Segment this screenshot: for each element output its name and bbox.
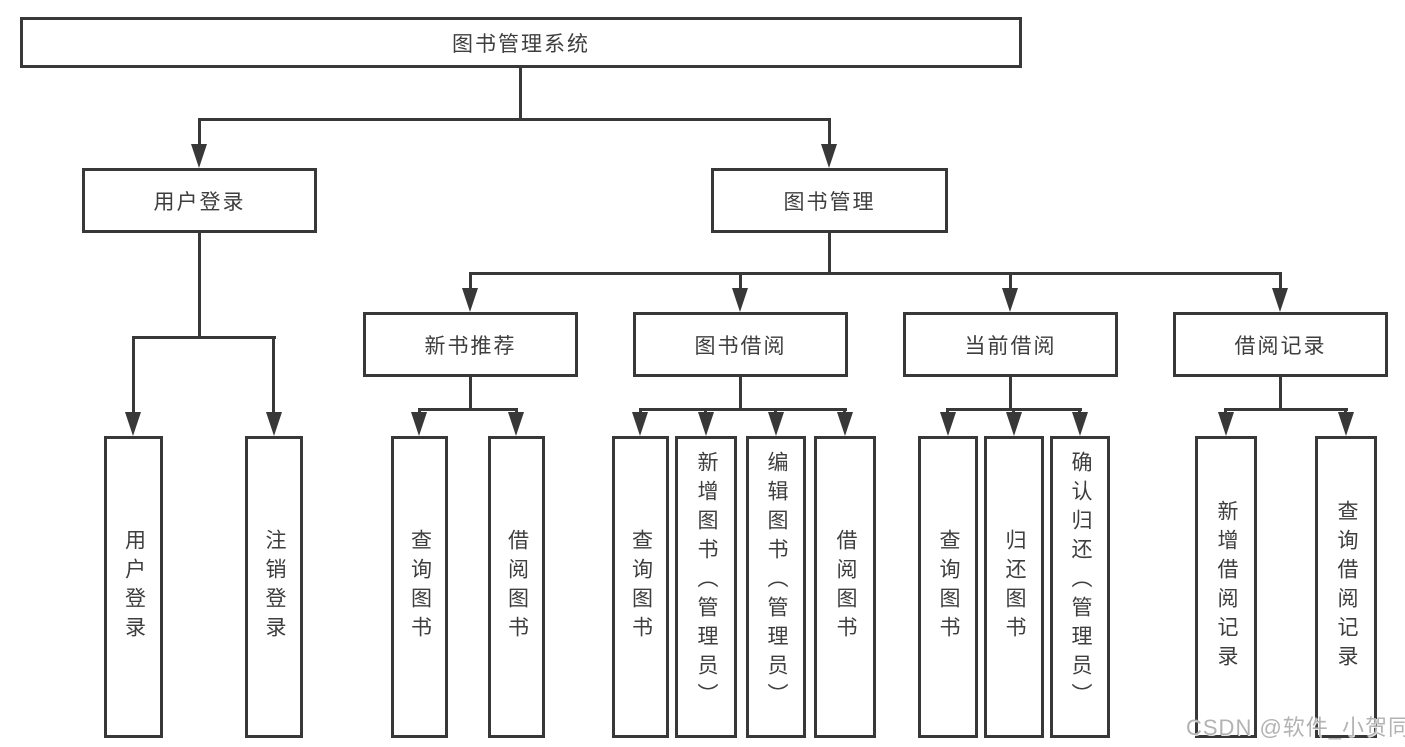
leaf-user-login: 用户登录 (104, 436, 163, 738)
arrow-down-icon (1338, 412, 1354, 436)
connector-level3-branch (469, 272, 1282, 275)
arrow-down-icon (508, 412, 524, 436)
leaf-current-query-books: 查询图书 (918, 436, 978, 738)
connector-stub (469, 377, 472, 408)
arrow-down-icon (632, 412, 648, 436)
node-book-borrow: 图书借阅 (633, 312, 848, 377)
node-user-login: 用户登录 (82, 168, 317, 233)
connector-drop (198, 118, 201, 146)
arrow-down-icon (768, 412, 784, 436)
arrow-down-icon (125, 412, 141, 436)
leaf-borrow-books: 借阅图书 (814, 436, 876, 738)
leaf-return-books: 归还图书 (984, 436, 1044, 738)
connector-user-login-branch (132, 336, 276, 339)
connector-drop (1009, 272, 1012, 290)
node-borrow-records: 借阅记录 (1173, 312, 1388, 377)
arrow-down-icon (1006, 412, 1022, 436)
arrow-down-icon (1218, 412, 1234, 436)
connector-drop (828, 118, 831, 146)
node-root-system: 图书管理系统 (20, 17, 1022, 68)
connector-user-login-stub (198, 233, 201, 336)
connector-stub (739, 377, 742, 408)
arrow-down-icon (1002, 288, 1018, 312)
arrow-down-icon (1272, 288, 1288, 312)
leaf-add-books-admin: 新增图书（管理员） (675, 436, 737, 738)
leaf-add-borrow-record: 新增借阅记录 (1195, 436, 1257, 738)
connector-drop (272, 336, 275, 412)
arrow-down-icon (1072, 412, 1088, 436)
node-book-management: 图书管理 (711, 168, 948, 233)
connector-leaf-branch (1224, 408, 1348, 411)
connector-stub (1279, 377, 1282, 408)
arrow-down-icon (462, 288, 478, 312)
leaf-recommend-borrow-books: 借阅图书 (488, 436, 545, 738)
connector-drop (469, 272, 472, 290)
arrow-down-icon (821, 144, 837, 168)
arrow-down-icon (837, 412, 853, 436)
arrow-down-icon (732, 288, 748, 312)
node-new-book-recommend: 新书推荐 (363, 312, 578, 377)
arrow-down-icon (191, 144, 207, 168)
leaf-query-borrow-record: 查询借阅记录 (1315, 436, 1377, 738)
connector-root-stub (519, 68, 522, 118)
leaf-logout: 注销登录 (245, 436, 303, 738)
connector-leaf-branch (639, 408, 847, 411)
leaf-borrow-query-books: 查询图书 (612, 436, 669, 738)
leaf-edit-books-admin: 编辑图书（管理员） (746, 436, 806, 738)
connector-level2-branch (198, 118, 831, 121)
arrow-down-icon (411, 412, 427, 436)
arrow-down-icon (266, 412, 282, 436)
arrow-down-icon (698, 412, 714, 436)
connector-drop (739, 272, 742, 290)
connector-book-mgmt-stub (828, 233, 831, 272)
connector-leaf-branch (418, 408, 518, 411)
connector-drop (1279, 272, 1282, 290)
node-current-borrow: 当前借阅 (903, 312, 1118, 377)
arrow-down-icon (940, 412, 956, 436)
connector-drop (132, 336, 135, 412)
csdn-watermark: CSDN @软件_小贺同学 (1186, 715, 1405, 740)
connector-stub (1009, 377, 1012, 408)
leaf-recommend-query-books: 查询图书 (391, 436, 448, 738)
leaf-confirm-return-admin: 确认归还（管理员） (1050, 436, 1110, 738)
